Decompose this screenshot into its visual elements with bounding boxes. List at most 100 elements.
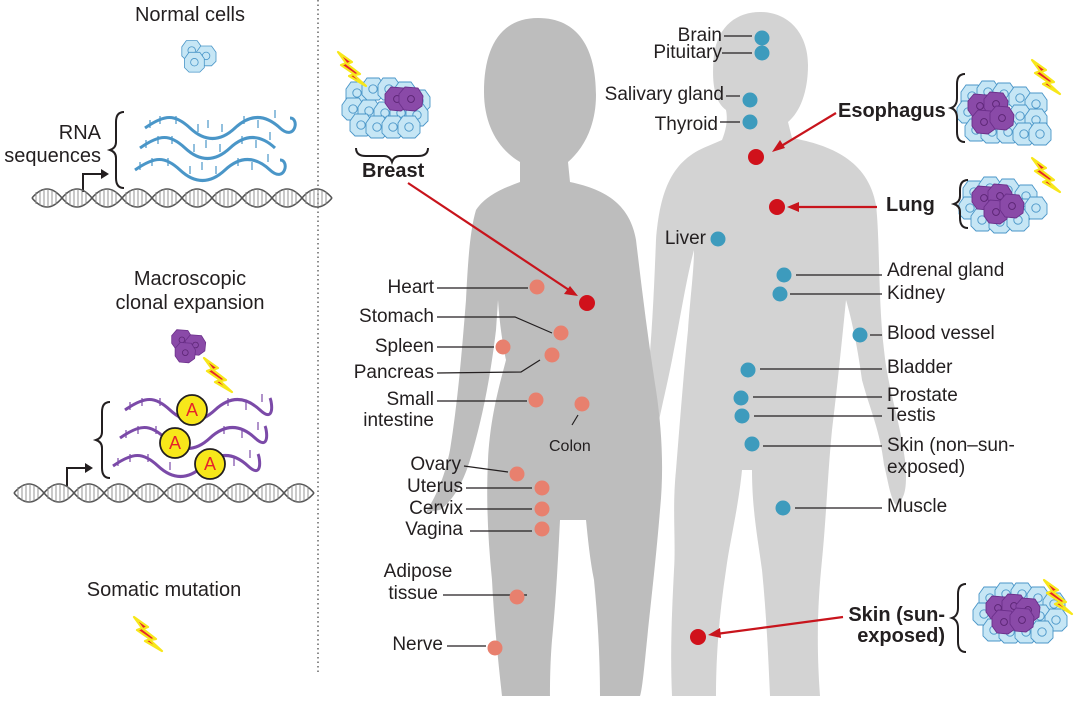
dot-liver	[710, 231, 726, 247]
label-pancreas: Pancreas	[353, 362, 434, 383]
dot-adrenal	[776, 267, 792, 283]
legend-normal-cells: Normal cells	[134, 4, 246, 26]
breast-bolt-icon	[336, 50, 368, 88]
dot-small-intestine	[528, 392, 544, 408]
label-prostate: Prostate	[887, 385, 958, 406]
esophagus-clone-inset	[956, 80, 1052, 146]
legend-rna-line2: sequences	[4, 145, 101, 167]
dot-prostate	[733, 390, 749, 406]
dot-testis	[734, 408, 750, 424]
dot-ovary	[509, 466, 525, 482]
label-adrenal-gland: Adrenal gland	[887, 260, 1005, 281]
highlight-dots	[579, 149, 785, 645]
skin-brace	[948, 583, 967, 653]
label-testis: Testis	[887, 405, 936, 426]
somatic-mutation-bolt-icon	[132, 615, 164, 653]
clone-cells-icon	[171, 329, 207, 364]
dot-adipose	[509, 589, 525, 605]
esophagus-bolt-icon	[1030, 58, 1062, 96]
legend-somatic-mutation: Somatic mutation	[86, 579, 242, 601]
label-adipose-line1: Adipose	[383, 561, 453, 582]
label-bladder: Bladder	[887, 357, 953, 378]
normal-cells-icon	[181, 40, 217, 73]
label-breast: Breast	[362, 160, 425, 182]
dot-uterus	[534, 480, 550, 496]
legend-clonal-line1: Macroscopic	[133, 268, 247, 290]
label-uterus: Uterus	[407, 476, 463, 497]
label-adipose-line2: tissue	[388, 583, 438, 604]
legend-rna-line1: RNA	[58, 122, 101, 144]
dot-pancreas	[544, 347, 560, 363]
male-silhouette	[638, 12, 906, 696]
dot-skin-sun	[690, 629, 706, 645]
label-stomach: Stomach	[359, 306, 434, 327]
label-nerve: Nerve	[392, 634, 443, 655]
label-kidney: Kidney	[887, 283, 946, 304]
lung-clone-inset	[958, 176, 1048, 234]
brace	[106, 111, 125, 189]
label-small-intestine-line1: Small	[386, 389, 434, 410]
dot-kidney	[772, 286, 788, 302]
dot-pituitary	[754, 45, 770, 61]
label-skin-non-sun-line2: exposed)	[887, 457, 966, 478]
dot-salivary	[742, 92, 758, 108]
dot-esophagus	[748, 149, 764, 165]
label-brain: Brain	[677, 25, 722, 46]
dna-helix-1	[31, 188, 333, 208]
allele-letter: A	[203, 454, 216, 474]
label-cervix: Cervix	[409, 498, 463, 519]
breast-clone-inset	[341, 77, 431, 139]
dot-bladder	[740, 362, 756, 378]
esophagus-brace	[947, 73, 966, 143]
label-heart: Heart	[387, 277, 434, 298]
dot-muscle	[775, 500, 791, 516]
rna-strands-normal	[134, 116, 297, 182]
label-salivary-gland: Salivary gland	[604, 84, 724, 105]
dot-skin-non-sun	[744, 436, 760, 452]
label-spleen: Spleen	[374, 336, 434, 357]
lung-brace	[950, 179, 969, 229]
label-lung: Lung	[886, 194, 935, 216]
label-thyroid: Thyroid	[654, 114, 718, 135]
label-skin-non-sun-line1: Skin (non–sun-	[887, 435, 1015, 456]
allele-letter: A	[185, 400, 198, 420]
allele-letter: A	[168, 433, 181, 453]
male-tissue-dots	[710, 30, 868, 516]
label-skin-sun-line2: exposed)	[857, 625, 945, 647]
label-colon: Colon	[549, 438, 591, 455]
dot-spleen	[495, 339, 511, 355]
female-silhouette	[426, 18, 663, 696]
label-ovary: Ovary	[410, 454, 461, 475]
dot-vagina	[534, 521, 550, 537]
label-skin-sun-line1: Skin (sun-	[848, 604, 945, 626]
promoter-arrow	[82, 173, 103, 192]
label-esophagus: Esophagus	[838, 100, 946, 122]
lung-bolt-icon	[1030, 156, 1062, 194]
dot-blood-vessel	[852, 327, 868, 343]
label-liver: Liver	[664, 228, 706, 249]
breast-brace	[355, 147, 429, 166]
brace	[92, 401, 111, 479]
dot-brain	[754, 30, 770, 46]
mutant-allele-markers	[159, 394, 226, 480]
label-small-intestine-line2: intestine	[363, 410, 434, 431]
label-muscle: Muscle	[887, 496, 948, 517]
promoter-arrow	[66, 467, 87, 486]
female-tissue-dots	[487, 279, 590, 656]
dot-heart	[529, 279, 545, 295]
dot-nerve	[487, 640, 503, 656]
dot-thyroid	[742, 114, 758, 130]
dna-helix-2	[13, 483, 315, 503]
legend-clonal-line2: clonal expansion	[115, 292, 265, 314]
highlight-arrows	[407, 112, 877, 638]
label-vagina: Vagina	[405, 519, 463, 540]
dot-lung	[769, 199, 785, 215]
dot-colon	[574, 396, 590, 412]
dot-breast	[579, 295, 595, 311]
mutation-bolt-icon	[202, 356, 234, 394]
label-pituitary: Pituitary	[653, 42, 722, 63]
dot-cervix	[534, 501, 550, 517]
dot-stomach	[553, 325, 569, 341]
label-blood-vessel: Blood vessel	[887, 323, 995, 344]
